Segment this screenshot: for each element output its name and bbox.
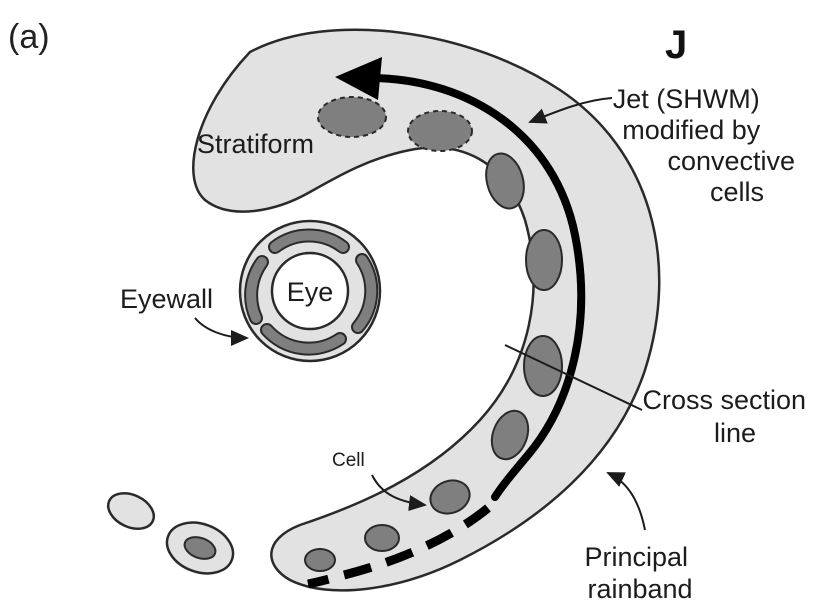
convective-cell — [526, 230, 562, 290]
stratiform-label: Stratiform — [197, 129, 314, 159]
convective-cell — [524, 336, 562, 396]
outer-cell — [102, 486, 159, 535]
rainband-leader-line — [608, 473, 645, 530]
stratiform-cell — [318, 97, 386, 137]
eyewall-leader-line — [195, 318, 247, 338]
principal-rainband-label: Principal rainband — [584, 542, 695, 604]
convective-cell — [305, 549, 335, 571]
jet-marker-label: J — [665, 23, 687, 67]
cross-section-label: Cross section line — [642, 385, 813, 448]
stratiform-cell — [408, 111, 472, 151]
cell-label: Cell — [332, 450, 365, 471]
panel-label: (a) — [8, 18, 50, 56]
convective-cell — [365, 525, 399, 551]
eyewall-label: Eyewall — [120, 284, 213, 314]
eye-label: Eye — [287, 277, 334, 307]
